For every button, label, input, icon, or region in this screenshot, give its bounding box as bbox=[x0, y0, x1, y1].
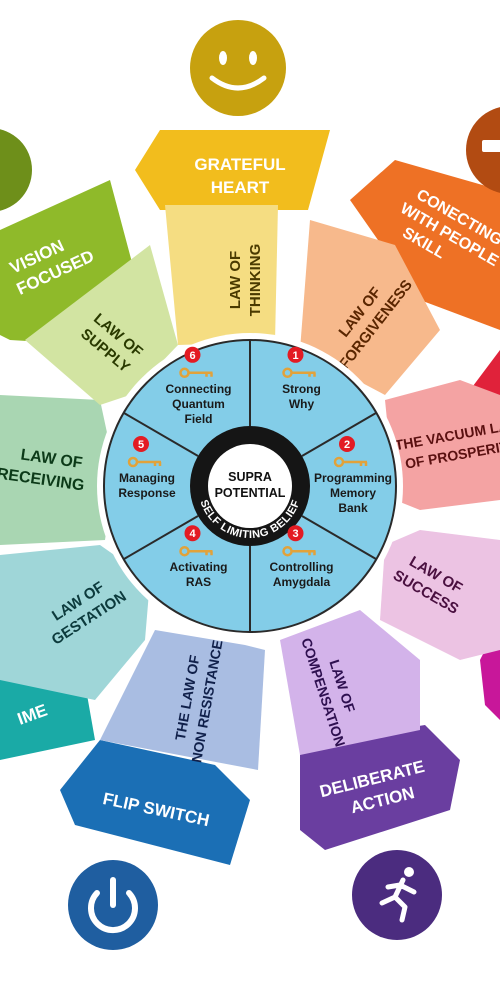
law-thinking-line1: LAW OF bbox=[227, 251, 244, 309]
number-badge-text: 1 bbox=[292, 350, 298, 362]
number-badge bbox=[184, 525, 201, 542]
number-badge bbox=[339, 436, 355, 452]
law-success-petal bbox=[380, 530, 500, 660]
law-thinking-line2: THINKING bbox=[247, 244, 264, 317]
number-badge-text: 4 bbox=[189, 528, 196, 540]
key-icon bbox=[282, 367, 316, 379]
key-label-line: Why bbox=[289, 397, 315, 411]
key-label-line: Controlling bbox=[270, 560, 334, 574]
key-icon bbox=[333, 456, 368, 468]
flip-switch-arrow bbox=[60, 740, 250, 865]
key-icon bbox=[179, 367, 213, 379]
key-label-line: Programming bbox=[314, 471, 392, 485]
smiley-icon bbox=[190, 20, 286, 116]
grateful-heart-line1: GRATEFUL bbox=[194, 155, 285, 174]
key-icon bbox=[127, 456, 162, 468]
grateful-heart-line2: HEART bbox=[211, 178, 270, 197]
key-label-line: RAS bbox=[186, 575, 211, 589]
handshake-icon bbox=[466, 107, 500, 193]
key-icon bbox=[179, 545, 213, 557]
number-badge bbox=[287, 346, 304, 363]
center-line1: SUPRA bbox=[228, 470, 272, 484]
number-badge bbox=[287, 525, 304, 542]
key-label-line: Managing bbox=[119, 471, 175, 485]
key-label-line: Response bbox=[118, 486, 176, 500]
center-line2: POTENTIAL bbox=[215, 486, 286, 500]
key-icon bbox=[282, 545, 316, 557]
running-person-icon bbox=[352, 850, 442, 940]
number-badge-text: 2 bbox=[344, 439, 350, 451]
law-receiving-petal bbox=[0, 395, 115, 545]
key-label-line: Strong bbox=[282, 382, 321, 396]
key-label-line: Memory bbox=[330, 486, 376, 500]
law-thinking-petal bbox=[165, 205, 278, 345]
law-forgiveness-petal bbox=[300, 220, 440, 395]
key-label-line: Quantum bbox=[172, 397, 225, 411]
law-compensation-petal bbox=[280, 610, 420, 755]
number-badge bbox=[184, 346, 201, 363]
key-label-line: Connecting bbox=[166, 382, 232, 396]
number-badge bbox=[133, 436, 149, 452]
law-non-resistance-petal bbox=[100, 630, 265, 770]
target-icon bbox=[0, 129, 32, 211]
law-supply-petal bbox=[25, 245, 178, 405]
key-label-line: Amygdala bbox=[273, 575, 331, 589]
grateful-heart-arrow bbox=[135, 130, 330, 210]
number-badge-text: 3 bbox=[292, 528, 298, 540]
key-label-line: Bank bbox=[338, 501, 368, 515]
number-badge-text: 5 bbox=[138, 439, 144, 451]
key-label-line: Field bbox=[184, 412, 212, 426]
law-prosperity-petal bbox=[385, 380, 500, 510]
deliberate-action-arrow bbox=[300, 725, 460, 850]
key-label-line: Activating bbox=[169, 560, 227, 574]
number-badge-text: 6 bbox=[189, 350, 195, 362]
center-core bbox=[208, 444, 292, 528]
people-skill-arrow bbox=[350, 160, 500, 330]
wheel-spokes bbox=[123, 340, 377, 632]
law-gestation-petal bbox=[0, 545, 150, 700]
power-icon bbox=[68, 860, 158, 950]
